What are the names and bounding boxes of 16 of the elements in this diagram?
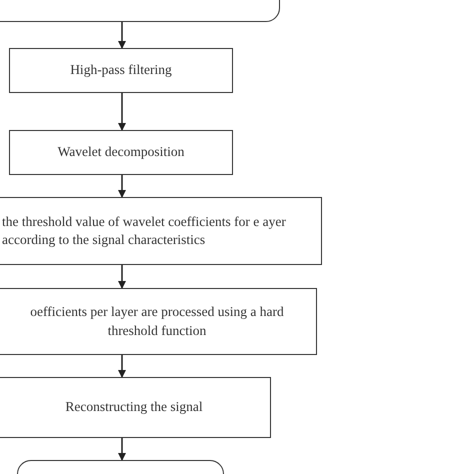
- step-text: Reconstructing the signal: [65, 398, 203, 416]
- arrow: [118, 355, 126, 378]
- process-box: [9, 48, 233, 93]
- process-box: [0, 288, 317, 355]
- step-text: High-pass filtering: [70, 61, 172, 80]
- arrow: [118, 175, 126, 198]
- arrow: [118, 438, 126, 461]
- step-text: the threshold value of wavelet coefficients for e ayer according to the signal characteristics: [2, 212, 287, 249]
- step-text: oefficients per layer are processed using a hard threshold function: [29, 303, 285, 340]
- process-box: [0, 197, 322, 265]
- arrow: [118, 22, 126, 49]
- process-box: [0, 377, 271, 438]
- process-box: [9, 130, 233, 175]
- step-text: Wavelet decomposition: [58, 143, 184, 162]
- arrow: [118, 93, 126, 131]
- arrow: [118, 265, 126, 289]
